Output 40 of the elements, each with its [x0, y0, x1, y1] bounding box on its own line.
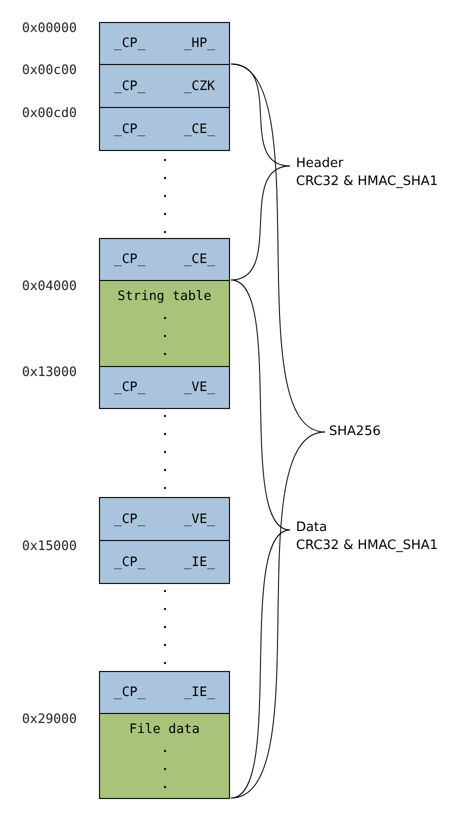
- block-label: _CZK: [184, 78, 215, 94]
- block-label: _CP_: [114, 685, 146, 700]
- block-label: _CP_: [114, 252, 146, 267]
- block-label: _CP_: [114, 122, 146, 136]
- block-label: _CP_: [114, 554, 146, 570]
- block-label: _CP_: [114, 78, 146, 94]
- address-label: 0x00000: [22, 21, 77, 36]
- memory-block: [99, 540, 230, 584]
- block-label: File data: [128, 722, 201, 737]
- brace-label: Header: [296, 155, 344, 173]
- block-label: _VE_: [184, 512, 215, 526]
- memory-block: [99, 238, 230, 281]
- block-label: _CE_: [184, 252, 215, 267]
- block-label: _IE_: [184, 685, 215, 700]
- block-label: _IE_: [184, 554, 215, 570]
- data-region-box: [99, 280, 230, 367]
- block-label: _CP_: [114, 36, 146, 51]
- memory-block: [99, 497, 230, 541]
- memory-block: [99, 671, 230, 714]
- data-region-box: [99, 713, 230, 799]
- brace-label: Data: [296, 519, 328, 537]
- block-label: String table: [116, 289, 212, 304]
- block-label: _CE_: [184, 122, 215, 136]
- brace-label: CRC32 & HMAC_SHA1: [296, 173, 439, 191]
- address-label: 0x29000: [22, 712, 77, 727]
- address-label: 0x13000: [22, 365, 77, 380]
- brace-label: SHA256: [329, 423, 382, 441]
- address-label: 0x15000: [22, 539, 77, 554]
- block-label: _CP_: [114, 512, 146, 526]
- block-label: _HP_: [184, 36, 215, 51]
- memory-block: [99, 366, 230, 409]
- memory-block: [99, 22, 230, 65]
- memory-block: [99, 107, 230, 151]
- memory-block: [99, 64, 230, 108]
- block-label: _CP_: [114, 380, 146, 395]
- brace-label: CRC32 & HMAC_SHA1: [296, 537, 439, 555]
- block-label: _VE_: [184, 380, 215, 395]
- address-label: 0x00c00: [22, 63, 77, 78]
- address-label: 0x04000: [22, 279, 77, 294]
- address-label: 0x00cd0: [22, 106, 77, 121]
